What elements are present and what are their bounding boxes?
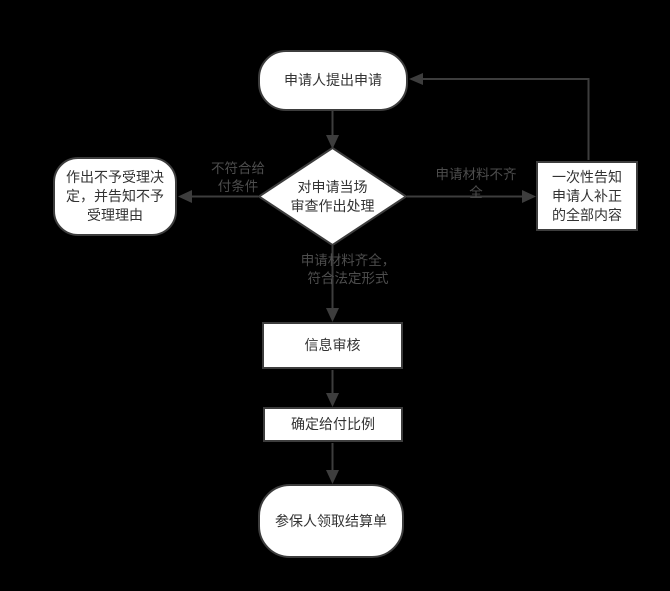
edge-ratio-to-finish-arrowhead [326,470,339,484]
edge-label-not-eligible: 不符合给 付条件 [211,161,265,194]
edge-label-materials-complete: 申请材料齐全， 符合法定形式 [300,253,396,286]
edge-decision-to-review-arrowhead [326,308,339,322]
edge-label-materials-incomplete: 申请材料不齐 全 [435,167,517,200]
node-decision-diamond-shape [257,146,408,247]
edge-start-to-decision-arrowhead [326,135,339,149]
node-ratio: 确定给付比例 [263,407,403,442]
edge-review-to-ratio-arrowhead [326,393,339,407]
node-review: 信息审核 [262,322,403,369]
node-reject: 作出不予受理决 定，并告知不予 受理理由 [53,157,177,236]
edge-decision-to-reject-arrowhead [178,190,192,203]
node-decision-label: 对申请当场 审查作出处理 [290,179,375,214]
node-notify: 一次性告知 申请人补正 的全部内容 [536,161,638,231]
node-finish: 参保人领取结算单 [258,484,404,558]
edge-decision-to-notify-arrowhead [522,190,536,203]
edge-notify-to-start-arrowhead [409,73,423,85]
node-start: 申请人提出申请 [258,50,408,111]
edge-notify-to-start-line [422,78,590,160]
